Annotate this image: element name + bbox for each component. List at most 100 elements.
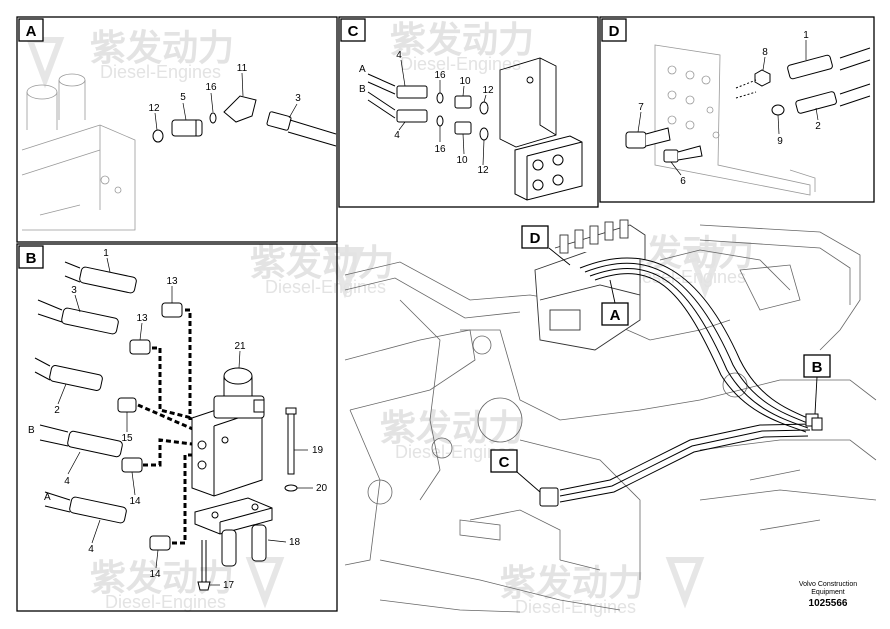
callout-13: 13 — [166, 276, 178, 287]
callout-7: 7 — [638, 102, 644, 113]
panel-a-tag: A — [26, 23, 37, 40]
hose-fitting-1 — [787, 54, 833, 80]
adapter-5 — [171, 119, 203, 137]
plug-7 — [625, 131, 647, 149]
hose-fitting-4 — [396, 85, 428, 99]
company-name-line1: Volvo Construction — [799, 581, 857, 588]
machine-frame-drawing — [344, 224, 877, 613]
callout-6: 6 — [680, 176, 686, 187]
adapter-14 — [149, 535, 171, 551]
watermark-layer: 紫发动力 Diesel-Engines 紫发动力 Diesel-Engines … — [25, 19, 754, 617]
panel-c-parts — [367, 73, 489, 141]
nut-8 — [754, 69, 771, 87]
watermark-text: 紫发动力 — [380, 407, 524, 448]
callout-10: 10 — [459, 76, 471, 87]
callout-15: 15 — [121, 433, 133, 444]
drawing-footer: Volvo Construction Equipment 1025566 — [799, 581, 857, 609]
panel-b-tag: B — [26, 250, 37, 267]
panel-a-frame — [16, 16, 338, 243]
adapter-13 — [129, 339, 151, 355]
overview-fittings — [539, 413, 823, 507]
panel-b-hoses — [34, 261, 81, 513]
callout-13: 13 — [136, 313, 148, 324]
bracket-18 — [194, 497, 273, 567]
callout-12: 12 — [482, 85, 494, 96]
panel-a-tag-box — [18, 18, 44, 42]
o-ring-12 — [479, 101, 489, 115]
watermark-text: 紫发动力 — [250, 242, 394, 283]
port-label-b: B — [28, 425, 35, 436]
panel-c-tag: C — [348, 23, 359, 40]
callout-11: 11 — [237, 63, 248, 74]
panel-d-tag-box — [601, 18, 627, 42]
o-ring-12 — [479, 127, 489, 141]
o-ring-16 — [436, 115, 444, 127]
panel-c-tag-box — [340, 18, 366, 42]
bracket-drawing — [499, 57, 557, 148]
callout-2: 2 — [54, 405, 60, 416]
company-name-line2: Equipment — [811, 589, 845, 596]
callout-12: 12 — [477, 165, 489, 176]
panel-d-parts — [625, 47, 871, 163]
adapter-15 — [117, 397, 137, 413]
panel-d-leaders — [637, 40, 819, 176]
hose-assembly-3 — [61, 307, 119, 335]
callout-19: 19 — [312, 445, 324, 456]
overview-tag-c: C — [499, 454, 510, 471]
callout-12: 12 — [148, 103, 160, 114]
overview-leaders — [516, 247, 818, 493]
overview-tag-a: A — [610, 307, 621, 324]
adapter-10 — [454, 95, 472, 109]
callout-1: 1 — [803, 30, 809, 41]
hose-fitting-3 — [266, 111, 292, 131]
port-label-b: B — [359, 84, 366, 95]
bolt-19 — [284, 407, 298, 492]
drawing-number: 1025566 — [809, 598, 848, 609]
hose-bundle-routing — [559, 257, 813, 503]
o-ring-16 — [209, 112, 217, 124]
o-ring-12 — [152, 129, 164, 143]
hose-assembly-2 — [49, 365, 103, 391]
panel-b-fittings — [49, 266, 183, 551]
callout-14: 14 — [149, 569, 161, 580]
callout-14: 14 — [129, 496, 141, 507]
watermark-text: Diesel-Engines — [515, 597, 636, 617]
watermark-text: Diesel-Engines — [100, 62, 221, 82]
mounting-plate-drawing — [654, 44, 816, 196]
detail-panel-a: A 12 5 16 11 3 — [16, 16, 338, 243]
callout-10: 10 — [456, 155, 468, 166]
hose-fitting-4 — [396, 109, 428, 123]
callout-17: 17 — [223, 580, 235, 591]
panel-a-parts — [152, 95, 337, 147]
solenoid-valve-21 — [191, 367, 265, 497]
panel-a-leaders — [154, 72, 298, 131]
overview-tag-box-c — [490, 449, 518, 473]
o-ring-16 — [436, 92, 444, 104]
watermark-text: Diesel-Engines — [265, 277, 386, 297]
port-label-a: A — [44, 492, 51, 503]
panel-c-leaders — [398, 59, 487, 166]
detail-panel-d: D 8 1 7 9 — [599, 16, 875, 203]
adapter-13 — [161, 302, 183, 318]
panel-b-frame — [16, 243, 338, 612]
callout-16: 16 — [434, 70, 446, 81]
panel-b-tag-box — [18, 245, 44, 269]
watermark-text: Diesel-Engines — [625, 267, 746, 287]
plug-6 — [663, 149, 679, 163]
port-label-a: A — [359, 64, 366, 75]
washer-20 — [284, 484, 298, 492]
distribution-block-drawing — [514, 135, 583, 201]
watermark-text: 紫发动力 — [90, 557, 234, 598]
hose-assembly-1 — [79, 266, 137, 294]
callout-2: 2 — [815, 121, 821, 132]
watermark-text: Diesel-Engines — [395, 442, 516, 462]
overview-tag-box-d — [521, 225, 549, 249]
callout-16: 16 — [205, 82, 217, 93]
overview-tag-box-b — [803, 354, 831, 378]
watermark-text: Diesel-Engines — [400, 54, 521, 74]
callout-4: 4 — [88, 544, 94, 555]
callout-3: 3 — [295, 93, 301, 104]
panel-b-leaders — [57, 257, 313, 586]
adapter-10 — [454, 121, 472, 135]
